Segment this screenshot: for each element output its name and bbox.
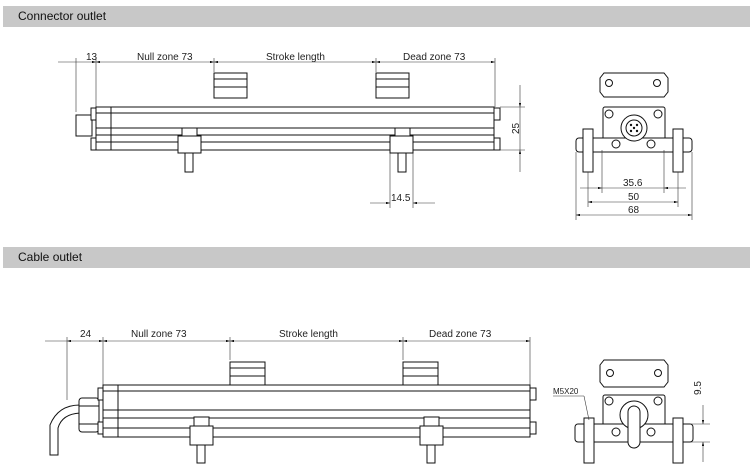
connector-end-view: 35.6 50 68 bbox=[575, 72, 693, 220]
magnet-carriage bbox=[402, 361, 439, 388]
section-title: Connector outlet bbox=[18, 9, 107, 23]
dim-w1: 35.6 bbox=[623, 178, 643, 189]
sensor-body bbox=[102, 384, 531, 438]
sensor-body bbox=[95, 106, 495, 151]
magnet-carriage bbox=[375, 72, 410, 99]
section-title: Cable outlet bbox=[18, 250, 83, 264]
dim-w3: 68 bbox=[628, 205, 640, 216]
dim-dead-zone: Dead zone 73 bbox=[403, 52, 466, 63]
dim-stroke-length: Stroke length bbox=[279, 329, 338, 340]
magnet-carriage bbox=[213, 72, 248, 99]
cable-end-view: M5X20 9.5 bbox=[553, 359, 710, 464]
cable-side-view: 24 Null zone 73 Stroke length Dead zone … bbox=[45, 329, 537, 464]
screw-callout: M5X20 bbox=[553, 387, 579, 396]
cable-gland bbox=[78, 397, 100, 433]
dim-null-zone: Null zone 73 bbox=[131, 329, 187, 340]
dim-offset: 13 bbox=[86, 52, 98, 63]
mounting-clamp bbox=[177, 127, 202, 173]
mounting-clamp bbox=[189, 416, 214, 464]
mounting-clamp bbox=[419, 416, 444, 464]
dim-offset: 24 bbox=[80, 329, 92, 340]
dim-w2: 50 bbox=[628, 192, 640, 203]
magnet-carriage bbox=[229, 361, 266, 388]
dim-height: 25 bbox=[511, 122, 522, 134]
connector bbox=[75, 114, 93, 137]
section-header-connector: Connector outlet bbox=[3, 6, 750, 27]
dim-dead-zone: Dead zone 73 bbox=[429, 329, 492, 340]
cable bbox=[49, 404, 81, 456]
mounting-clamp bbox=[389, 127, 414, 173]
dim-stroke-length: Stroke length bbox=[266, 52, 325, 63]
dim-height: 9.5 bbox=[693, 381, 704, 395]
section-header-cable: Cable outlet bbox=[3, 247, 750, 268]
dim-null-zone: Null zone 73 bbox=[137, 52, 193, 63]
connector-side-view: 13 Null zone 73 Stroke length Dead zone … bbox=[58, 52, 525, 208]
dim-mount-width: 14.5 bbox=[391, 193, 411, 204]
cable bbox=[627, 405, 641, 449]
